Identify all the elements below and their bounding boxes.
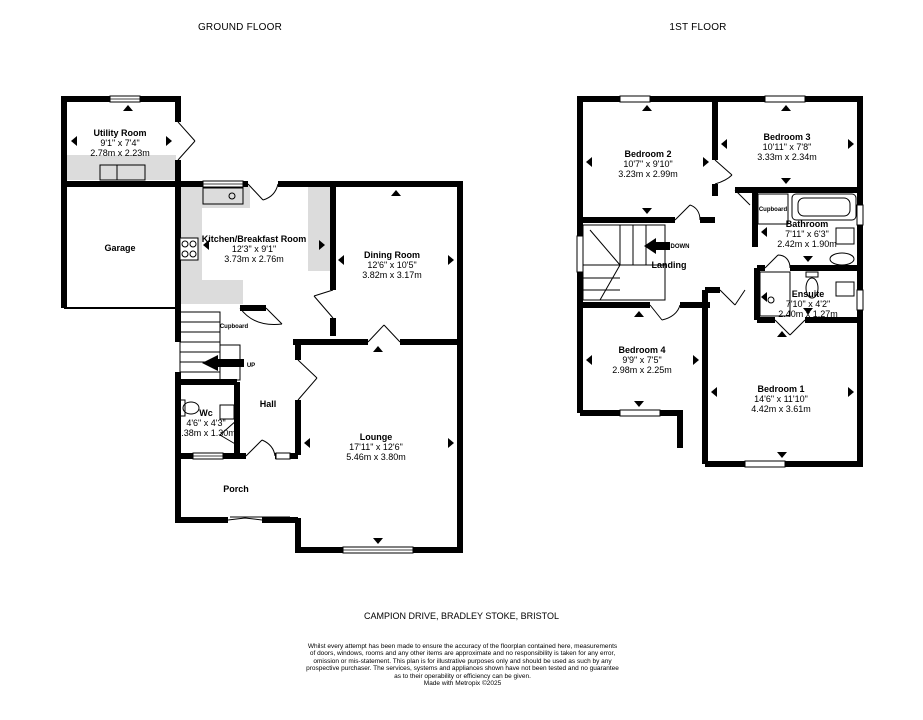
lounge-imperial: 17'11" x 12'6"	[349, 442, 403, 452]
lounge-name: Lounge	[360, 432, 393, 442]
bed2-metric: 3.23m x 2.99m	[618, 169, 678, 179]
kitchen-metric: 3.73m x 2.76m	[224, 254, 284, 264]
room-bedroom4-label: Bedroom 4 9'9" x 7'5" 2.98m x 2.25m	[612, 345, 672, 375]
stairs-down-arrow-icon	[644, 238, 670, 254]
dining-metric: 3.82m x 3.17m	[362, 270, 422, 280]
bed3-metric: 3.33m x 2.34m	[757, 152, 817, 162]
lounge-metric: 5.46m x 3.80m	[346, 452, 406, 462]
room-bedroom3-label: Bedroom 3 10'11" x 7'8" 3.33m x 2.34m	[757, 132, 817, 162]
bed2-name: Bedroom 2	[624, 149, 671, 159]
first-floor-title: 1ST FLOOR	[669, 22, 727, 33]
bed4-imperial: 9'9" x 7'5"	[622, 355, 661, 365]
room-wc-label: Wc 4'6" x 4'3" 1.38m x 1.30m	[176, 408, 236, 438]
room-dining-label: Dining Room 12'6" x 10'5" 3.82m x 3.17m	[362, 250, 422, 280]
landing-name: Landing	[652, 260, 687, 270]
first-floor-plan	[576, 95, 864, 468]
hob-icon	[179, 237, 199, 261]
utility-name: Utility Room	[94, 128, 147, 138]
cupboard-ground-name: Cupboard	[220, 324, 249, 330]
ground-floor-plan	[61, 95, 463, 554]
disclaimer-line: of doors, windows, rooms and any other i…	[309, 650, 616, 658]
room-ensuite-label: Ensuite 7'10" x 4'2" 2.40m x 1.27m	[778, 289, 838, 319]
room-bathroom-label: Bathroom 7'11" x 6'3" 2.42m x 1.90m	[777, 219, 837, 249]
stairs-up-label: UP	[247, 363, 255, 369]
bed3-name: Bedroom 3	[763, 132, 810, 142]
utility-metric: 2.78m x 2.23m	[90, 148, 150, 158]
kitchen-imperial: 12'3" x 9'1"	[232, 244, 276, 254]
wc-metric: 1.38m x 1.30m	[176, 428, 236, 438]
room-utility-label: Utility Room 9'1" x 7'4" 2.78m x 2.23m	[90, 128, 150, 158]
disclaimer-line: prospective purchaser. The services, sys…	[306, 665, 619, 673]
stairs-up-arrow-icon	[202, 355, 244, 371]
bed4-name: Bedroom 4	[618, 345, 665, 355]
dining-name: Dining Room	[364, 250, 420, 260]
cupboard-first-name: Cupboard	[759, 207, 788, 213]
bed1-name: Bedroom 1	[757, 384, 804, 394]
property-address: CAMPION DRIVE, BRADLEY STOKE, BRISTOL	[363, 611, 560, 621]
garage-name: Garage	[104, 243, 135, 253]
wc-imperial: 4'6" x 4'3"	[186, 418, 225, 428]
bathroom-name: Bathroom	[786, 219, 829, 229]
room-kitchen-label: Kitchen/Breakfast Room 12'3" x 9'1" 3.73…	[202, 234, 307, 264]
ground-floor-title: GROUND FLOOR	[197, 22, 283, 33]
hall-name: Hall	[260, 399, 277, 409]
disclaimer: Whilst every attempt has been made to en…	[290, 643, 635, 687]
room-lounge-label: Lounge 17'11" x 12'6" 5.46m x 3.80m	[346, 432, 406, 462]
disclaimer-line: as to their operability or efficiency ca…	[394, 672, 531, 680]
bathroom-metric: 2.42m x 1.90m	[777, 239, 837, 249]
bathroom-imperial: 7'11" x 6'3"	[785, 229, 829, 239]
ensuite-name: Ensuite	[792, 289, 825, 299]
bed1-imperial: 14'6" x 11'10"	[754, 394, 808, 404]
disclaimer-line: Whilst every attempt has been made to en…	[307, 643, 618, 650]
stairs-down-label: DOWN	[671, 244, 690, 250]
disclaimer-credit: Made with Metropix ©2025	[423, 680, 502, 688]
room-bedroom1-label: Bedroom 1 14'6" x 11'10" 4.42m x 3.61m	[751, 384, 811, 414]
bed1-metric: 4.42m x 3.61m	[751, 404, 811, 414]
utility-imperial: 9'1" x 7'4"	[100, 138, 139, 148]
bed3-imperial: 10'11" x 7'8"	[763, 142, 812, 152]
room-bedroom2-label: Bedroom 2 10'7" x 9'10" 3.23m x 2.99m	[618, 149, 678, 179]
disclaimer-line: omission or mis-statement. This plan is …	[313, 657, 612, 665]
bed4-metric: 2.98m x 2.25m	[612, 365, 672, 375]
kitchen-name: Kitchen/Breakfast Room	[202, 234, 307, 244]
ensuite-metric: 2.40m x 1.27m	[778, 309, 838, 319]
wc-name: Wc	[199, 408, 213, 418]
bed2-imperial: 10'7" x 9'10"	[623, 159, 672, 169]
ensuite-imperial: 7'10" x 4'2"	[786, 299, 830, 309]
dining-imperial: 12'6" x 10'5"	[367, 260, 416, 270]
porch-name: Porch	[223, 484, 249, 494]
